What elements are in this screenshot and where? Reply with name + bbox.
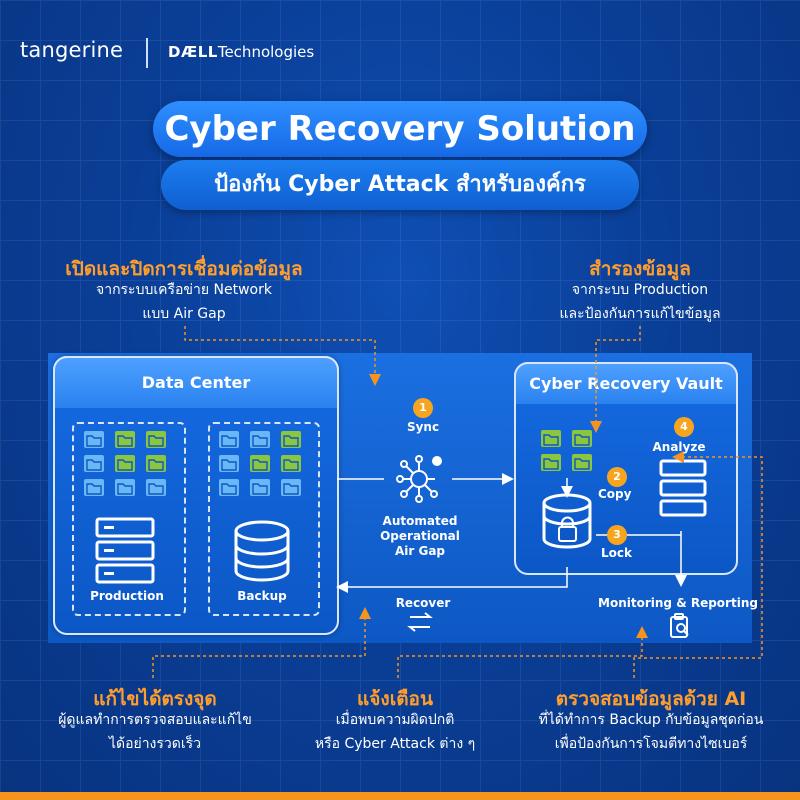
logo-divider	[146, 38, 148, 68]
production-folder-icons	[83, 430, 167, 497]
server-icon	[95, 517, 155, 584]
sync-label: Sync	[406, 420, 440, 434]
lock-label: Lock	[601, 546, 632, 560]
callout-alert-line2: หรือ Cyber Attack ต่าง ๆ	[314, 736, 476, 752]
backup-folder-icons	[218, 430, 302, 497]
callout-ai-line2: เพื่อป้องกันการโจมตีทางไซเบอร์	[554, 736, 748, 752]
callout-backup-line2: และป้องกันการแก้ไขข้อมูล	[559, 306, 721, 322]
callout-alert-line1: เมื่อพบความผิดปกติ	[335, 712, 455, 728]
data-center-title: Data Center	[141, 373, 251, 392]
clipboard-search-icon	[670, 613, 689, 638]
tangerine-logo: tangerine	[20, 38, 124, 62]
connector-fix	[152, 607, 371, 678]
step-2-badge: 2	[607, 467, 627, 487]
production-group	[72, 422, 186, 616]
step-3-badge: 3	[607, 525, 627, 545]
air-gap-label-line1: Automated	[382, 514, 458, 528]
hub-active-node	[432, 456, 442, 466]
callout-fix-heading: แก้ไขได้ตรงจุด	[93, 688, 217, 710]
cyber-recovery-vault-header: Cyber Recovery Vault	[514, 362, 738, 404]
callout-ai-heading: ตรวจสอบข้อมูลด้วย AI	[555, 688, 747, 710]
step-4-badge: 4	[674, 417, 694, 437]
callout-backup-heading: สำรองข้อมูล	[589, 258, 691, 280]
callout-fix-line2: ได้อย่างรวดเร็ว	[108, 736, 202, 752]
dell-technologies-logo: DÆLLTechnologies	[168, 43, 315, 61]
bottom-accent-bar	[0, 792, 800, 800]
analyze-server-icon	[659, 459, 707, 517]
vault-title: Cyber Recovery Vault	[529, 374, 723, 393]
connector-backup	[590, 326, 641, 433]
backup-label: Backup	[237, 589, 287, 603]
callout-backup-line1: จากระบบ Production	[571, 282, 709, 298]
step-1-badge: 1	[413, 398, 433, 418]
recover-icon	[407, 612, 433, 632]
recover-arrow	[336, 567, 568, 593]
connector-alert	[397, 626, 648, 678]
subtitle-banner: ป้องกัน Cyber Attack สำหรับองค์กร	[161, 160, 639, 210]
callout-ai-line1: ที่ได้ทำการ Backup กับข้อมูลชุดก่อน	[538, 712, 764, 728]
backup-group	[208, 422, 320, 616]
callout-air-gap-line2: แบบ Air Gap	[142, 306, 226, 322]
page-subtitle: ป้องกัน Cyber Attack สำหรับองค์กร	[214, 172, 586, 197]
connector-air-gap	[184, 326, 381, 386]
data-center-header: Data Center	[53, 356, 339, 408]
analyze-label: Analyze	[652, 440, 706, 454]
production-label: Production	[90, 589, 164, 603]
air-gap-label-line2: Operational	[380, 529, 460, 543]
lock-icon	[558, 516, 577, 542]
database-icon	[234, 520, 290, 582]
callout-fix-line1: ผู้ดูแลทำการตรวจสอบและแก้ไข	[58, 712, 252, 728]
recover-label: Recover	[395, 596, 451, 610]
copy-label: Copy	[598, 487, 632, 501]
callout-air-gap-heading: เปิดและปิดการเชื่อมต่อข้อมูล	[65, 258, 303, 280]
callout-air-gap-line1: จากระบบเครือข่าย Network	[96, 282, 272, 298]
monitoring-label: Monitoring & Reporting	[598, 596, 758, 610]
vault-folder-icons	[540, 429, 593, 472]
network-hub-icon	[396, 455, 438, 503]
connector-ai	[633, 451, 763, 678]
page-title: Cyber Recovery Solution	[164, 109, 636, 149]
callout-alert-heading: แจ้งเตือน	[357, 688, 433, 710]
title-banner: Cyber Recovery Solution	[153, 101, 647, 157]
air-gap-label-line3: Air Gap	[394, 544, 446, 558]
